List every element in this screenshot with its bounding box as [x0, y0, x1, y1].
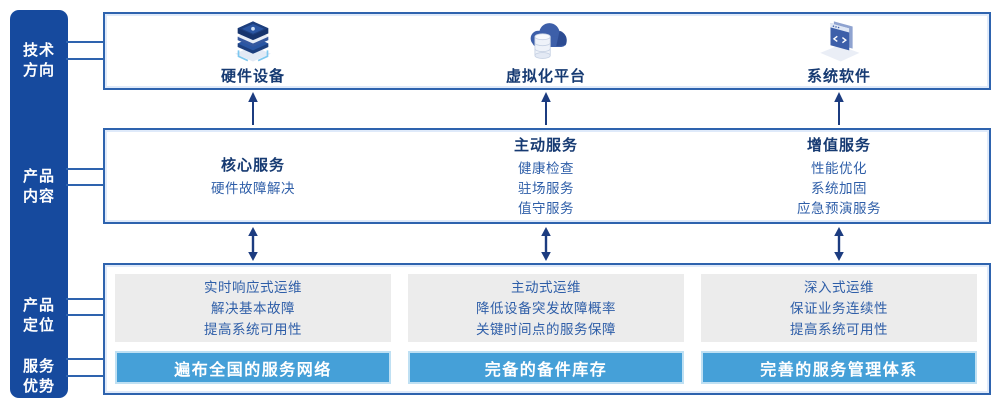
positioning-line: 关键时间点的服务保障: [476, 321, 616, 337]
connector-line: [66, 168, 105, 170]
advantage-banner: 遍布全国的服务网络: [115, 351, 391, 384]
advantage-banner: 完备的备件库存: [408, 351, 684, 384]
sidebar: 技术 方向 产品 内容 产品 定位 服务 优势: [10, 10, 68, 398]
positioning-line: 提高系统可用性: [790, 321, 888, 337]
service-column-value-added: 增值服务 性能优化 系统加固 应急预演服务: [701, 130, 977, 222]
connector-line: [66, 184, 105, 186]
service-column-core: 核心服务 硬件故障解决: [115, 130, 391, 222]
service-column-proactive: 主动服务 健康检查 驻场服务 值守服务: [408, 130, 684, 222]
positioning-panel: 深入式运维 保证业务连续性 提高系统可用性: [701, 274, 977, 342]
positioning-line: 保证业务连续性: [790, 300, 888, 316]
double-arrow-icon: [541, 227, 551, 261]
connector-line: [66, 375, 105, 377]
service-title: 增值服务: [806, 136, 871, 154]
service-item: 值守服务: [518, 200, 574, 216]
positioning-column-indepth: 深入式运维 保证业务连续性 提高系统可用性 完善的服务管理体系: [701, 265, 977, 393]
sidebar-label-product-content: 产品 内容: [22, 168, 55, 205]
tech-item-virtualization: 虚拟化平台: [408, 14, 684, 88]
advantage-banner: 完善的服务管理体系: [701, 351, 977, 384]
positioning-panel: 主动式运维 降低设备突发故障概率 关键时间点的服务保障: [408, 274, 684, 342]
positioning-column-proactive: 主动式运维 降低设备突发故障概率 关键时间点的服务保障 完备的备件库存: [408, 265, 684, 393]
cloud-database-icon: [517, 18, 575, 64]
double-arrow-icon: [248, 227, 258, 261]
up-arrow-icon: [834, 92, 844, 125]
connector-line: [66, 58, 105, 60]
connector-line: [66, 358, 105, 360]
up-arrow-icon: [248, 92, 258, 125]
tech-label-virtualization: 虚拟化平台: [505, 68, 586, 85]
service-item: 硬件故障解决: [211, 180, 295, 196]
up-arrow-icon: [541, 92, 551, 125]
positioning-panel: 实时响应式运维 解决基本故障 提高系统可用性: [115, 274, 391, 342]
connector-line: [66, 314, 105, 316]
sidebar-label-tech-direction: 技术 方向: [22, 42, 55, 79]
server-stack-icon: [224, 18, 282, 64]
sidebar-label-product-positioning: 产品 定位: [22, 297, 55, 334]
product-positioning-box: 实时响应式运维 解决基本故障 提高系统可用性 遍布全国的服务网络 主动式运维 降…: [103, 263, 991, 395]
service-title: 核心服务: [220, 156, 285, 174]
positioning-line: 降低设备突发故障概率: [476, 300, 616, 316]
positioning-line: 提高系统可用性: [204, 321, 302, 337]
service-item: 驻场服务: [518, 180, 574, 196]
service-item: 性能优化: [811, 160, 867, 176]
positioning-line: 主动式运维: [511, 279, 581, 295]
sidebar-label-service-advantage: 服务 优势: [22, 358, 55, 395]
code-window-icon: [810, 18, 868, 64]
connector-line: [66, 298, 105, 300]
service-title: 主动服务: [513, 136, 578, 154]
positioning-column-realtime: 实时响应式运维 解决基本故障 提高系统可用性 遍布全国的服务网络: [115, 265, 391, 393]
tech-direction-box: 硬件设备 虚拟化平台: [103, 12, 991, 90]
positioning-line: 深入式运维: [804, 279, 874, 295]
tech-item-system-software: 系统软件: [701, 14, 977, 88]
service-item: 健康检查: [518, 160, 574, 176]
connector-line: [66, 41, 105, 43]
tech-label-hardware: 硬件设备: [220, 68, 285, 85]
service-item: 系统加固: [811, 180, 867, 196]
product-content-box: 核心服务 硬件故障解决 主动服务 健康检查 驻场服务 值守服务 增值服务 性能优…: [103, 128, 991, 224]
positioning-line: 实时响应式运维: [204, 279, 302, 295]
positioning-line: 解决基本故障: [211, 300, 295, 316]
tech-label-system-software: 系统软件: [806, 68, 871, 85]
double-arrow-icon: [834, 227, 844, 261]
service-item: 应急预演服务: [797, 200, 881, 216]
tech-item-hardware: 硬件设备: [115, 14, 391, 88]
